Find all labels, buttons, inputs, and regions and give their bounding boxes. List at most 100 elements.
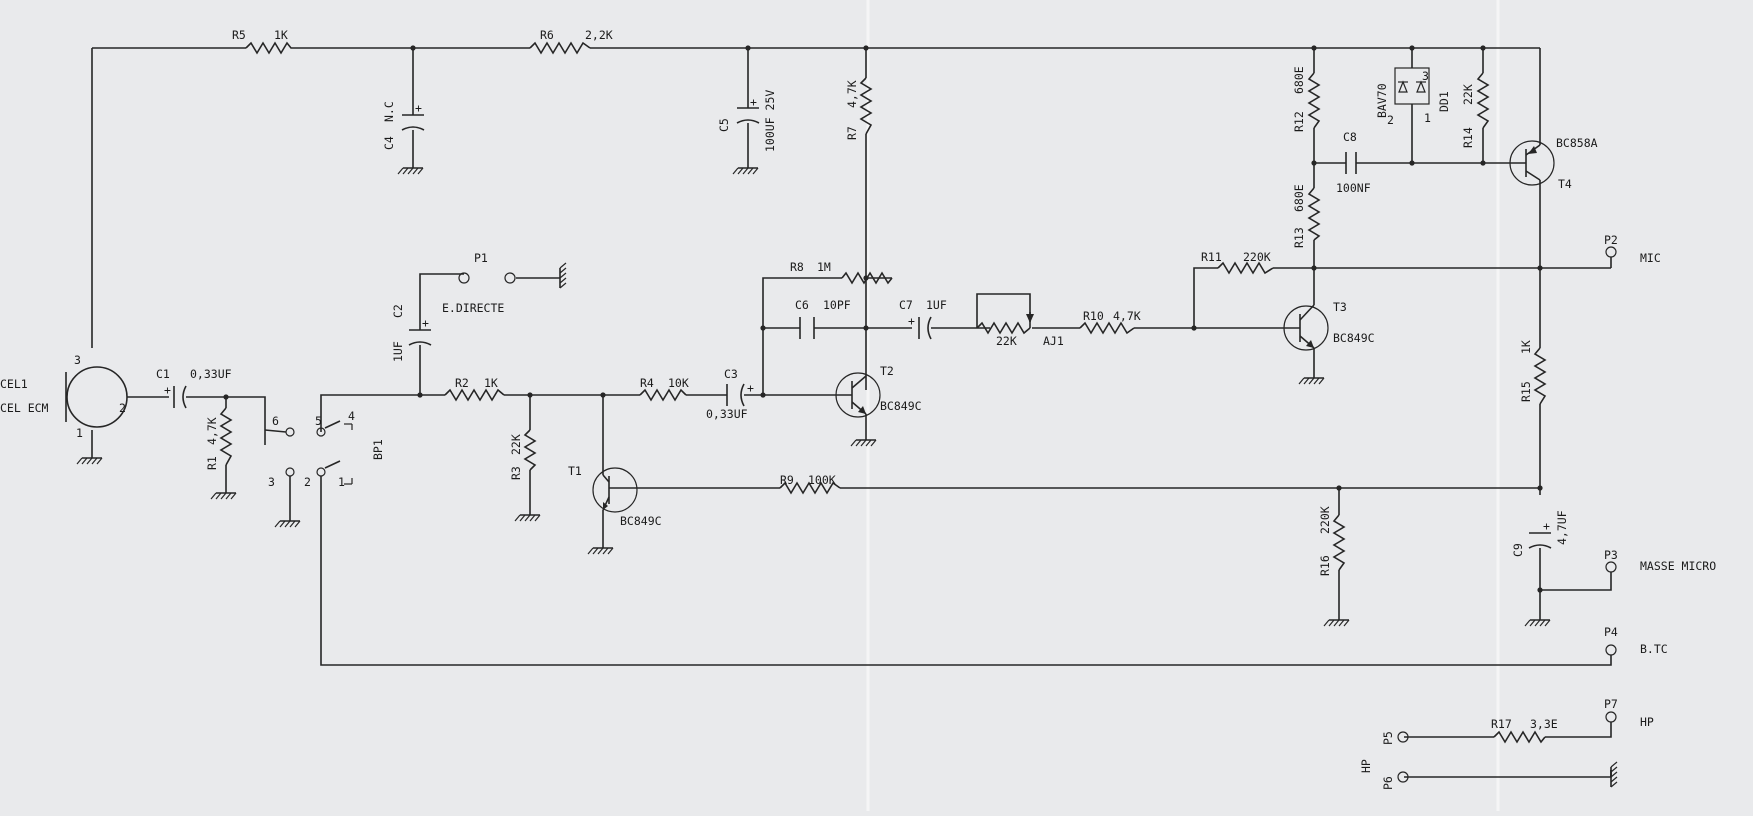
bp1-pin6: 6 — [272, 414, 279, 428]
r2-ref: R2 — [455, 376, 469, 390]
svg-text:+: + — [415, 101, 422, 115]
r17-ref: R17 — [1491, 717, 1512, 731]
resistor-r17: R17 3,3E — [1491, 717, 1558, 744]
r14-value: 22K — [1461, 84, 1475, 105]
bp1-pin3: 3 — [268, 475, 275, 489]
c7-value: 1UF — [926, 298, 947, 312]
p5-ref: P5 — [1381, 731, 1395, 745]
aj1-value: 22K — [996, 334, 1017, 348]
r7-ref: R7 — [845, 126, 859, 140]
dd1-part: BAV70 — [1375, 83, 1389, 118]
capacitor-c7: + C7 1UF — [899, 298, 947, 340]
wiring — [91, 47, 1612, 778]
point-p2: P2 MIC — [1604, 233, 1661, 268]
svg-text:+: + — [750, 95, 757, 109]
r6-value: 2,2K — [585, 28, 613, 42]
p1-label: E.DIRECTE — [442, 301, 504, 315]
bp1-pin1: 1 — [338, 475, 345, 489]
t1-part: BC849C — [620, 514, 662, 528]
bp1-ref: BP1 — [371, 439, 385, 460]
r5-ref: R5 — [232, 28, 246, 42]
transistor-t4: BC858A T4 — [1505, 136, 1598, 191]
resistor-r11: R11 220K — [1201, 250, 1274, 275]
c1-value: 0,33UF — [190, 367, 232, 381]
capacitor-c3: + C3 0,33UF — [706, 367, 754, 421]
svg-text:+: + — [1543, 519, 1550, 533]
resistor-r5: R5 1K — [232, 28, 296, 55]
r12-ref: R12 — [1292, 111, 1306, 132]
c2-ref: C2 — [391, 304, 405, 318]
c3-value: 0,33UF — [706, 407, 748, 421]
svg-text:+: + — [747, 381, 754, 395]
cel1-ref: CEL1 — [0, 377, 28, 391]
c1-ref: C1 — [156, 367, 170, 381]
c5-ref: C5 — [717, 118, 731, 132]
p4-ref: P4 — [1604, 625, 1618, 639]
hp-group-label: HP — [1359, 759, 1373, 773]
t4-part: BC858A — [1556, 136, 1598, 150]
switch-bp1: 5 6 4 3 2 1 BP1 — [264, 409, 385, 489]
transistor-t2: T2 BC849C — [800, 364, 922, 440]
p3-label: MASSE MICRO — [1640, 559, 1716, 573]
r16-ref: R16 — [1318, 555, 1332, 576]
r3-value: 22K — [509, 434, 523, 455]
resistor-r15: R15 1K — [1519, 340, 1547, 405]
p7-ref: P7 — [1604, 697, 1618, 711]
r17-value: 3,3E — [1530, 717, 1558, 731]
resistor-r14: R14 22K — [1461, 72, 1490, 148]
t3-ref: T3 — [1333, 300, 1347, 314]
c7-ref: C7 — [899, 298, 913, 312]
r1-value: 4,7K — [205, 417, 219, 445]
transistor-t3: T3 BC849C — [1194, 300, 1375, 351]
cel1-pin3: 3 — [74, 353, 81, 367]
bp1-pin2: 2 — [304, 475, 311, 489]
resistor-r9: R9 100K — [779, 473, 841, 495]
r9-ref: R9 — [780, 473, 794, 487]
r14-ref: R14 — [1461, 127, 1475, 148]
c3-ref: C3 — [724, 367, 738, 381]
p7-label: HP — [1640, 715, 1654, 729]
r4-value: 10K — [668, 376, 689, 390]
p2-label: MIC — [1640, 251, 1661, 265]
capacitor-c9: + C9 4,7UF — [1511, 510, 1569, 557]
t3-part: BC849C — [1333, 331, 1375, 345]
microphone-cel1: 3 2 1 CEL1 CEL ECM — [0, 353, 128, 440]
c2-value: 1UF — [391, 341, 405, 362]
svg-text:+: + — [422, 316, 429, 330]
r11-value: 220K — [1243, 250, 1271, 264]
c4-value: N.C — [382, 101, 396, 122]
r12-value: 680E — [1292, 66, 1306, 94]
c8-ref: C8 — [1343, 130, 1357, 144]
r8-ref: R8 — [790, 260, 804, 274]
diode-dd1: BAV70 DD1 1 2 3 — [1375, 67, 1451, 130]
r10-value: 4,7K — [1113, 309, 1141, 323]
dd1-ref: DD1 — [1437, 91, 1451, 112]
r9-value: 100K — [808, 473, 836, 487]
dd1-pin3: 3 — [1422, 69, 1429, 83]
resistor-r4: R4 10K — [639, 376, 689, 402]
p1-ref: P1 — [474, 251, 488, 265]
r13-ref: R13 — [1292, 227, 1306, 248]
r15-value: 1K — [1519, 340, 1533, 354]
point-p7: P7 HP — [1604, 697, 1654, 729]
t2-part: BC849C — [880, 399, 922, 413]
resistor-r12: R12 680E — [1292, 66, 1321, 132]
bp1-pin5: 5 — [315, 414, 322, 428]
bp1-pin4: 4 — [348, 409, 355, 423]
cel1-name: CEL ECM — [0, 401, 49, 415]
potentiometer-aj1: 22K AJ1 — [976, 312, 1064, 348]
capacitor-c6: C6 10PF — [795, 298, 851, 339]
capacitor-c1: + C1 0,33UF — [156, 367, 232, 409]
t4-ref: T4 — [1558, 177, 1572, 191]
resistor-r8: R8 1M — [790, 260, 893, 285]
resistor-r7: R7 4,7K — [845, 77, 873, 140]
r8-value: 1M — [817, 260, 831, 274]
point-p1: P1 E.DIRECTE — [442, 251, 516, 315]
r16-value: 220K — [1318, 506, 1332, 534]
r1-ref: R1 — [205, 456, 219, 470]
resistor-r10: R10 4,7K — [1079, 309, 1141, 335]
c4-ref: C4 — [382, 136, 396, 150]
point-p5: P5 — [1381, 731, 1409, 745]
